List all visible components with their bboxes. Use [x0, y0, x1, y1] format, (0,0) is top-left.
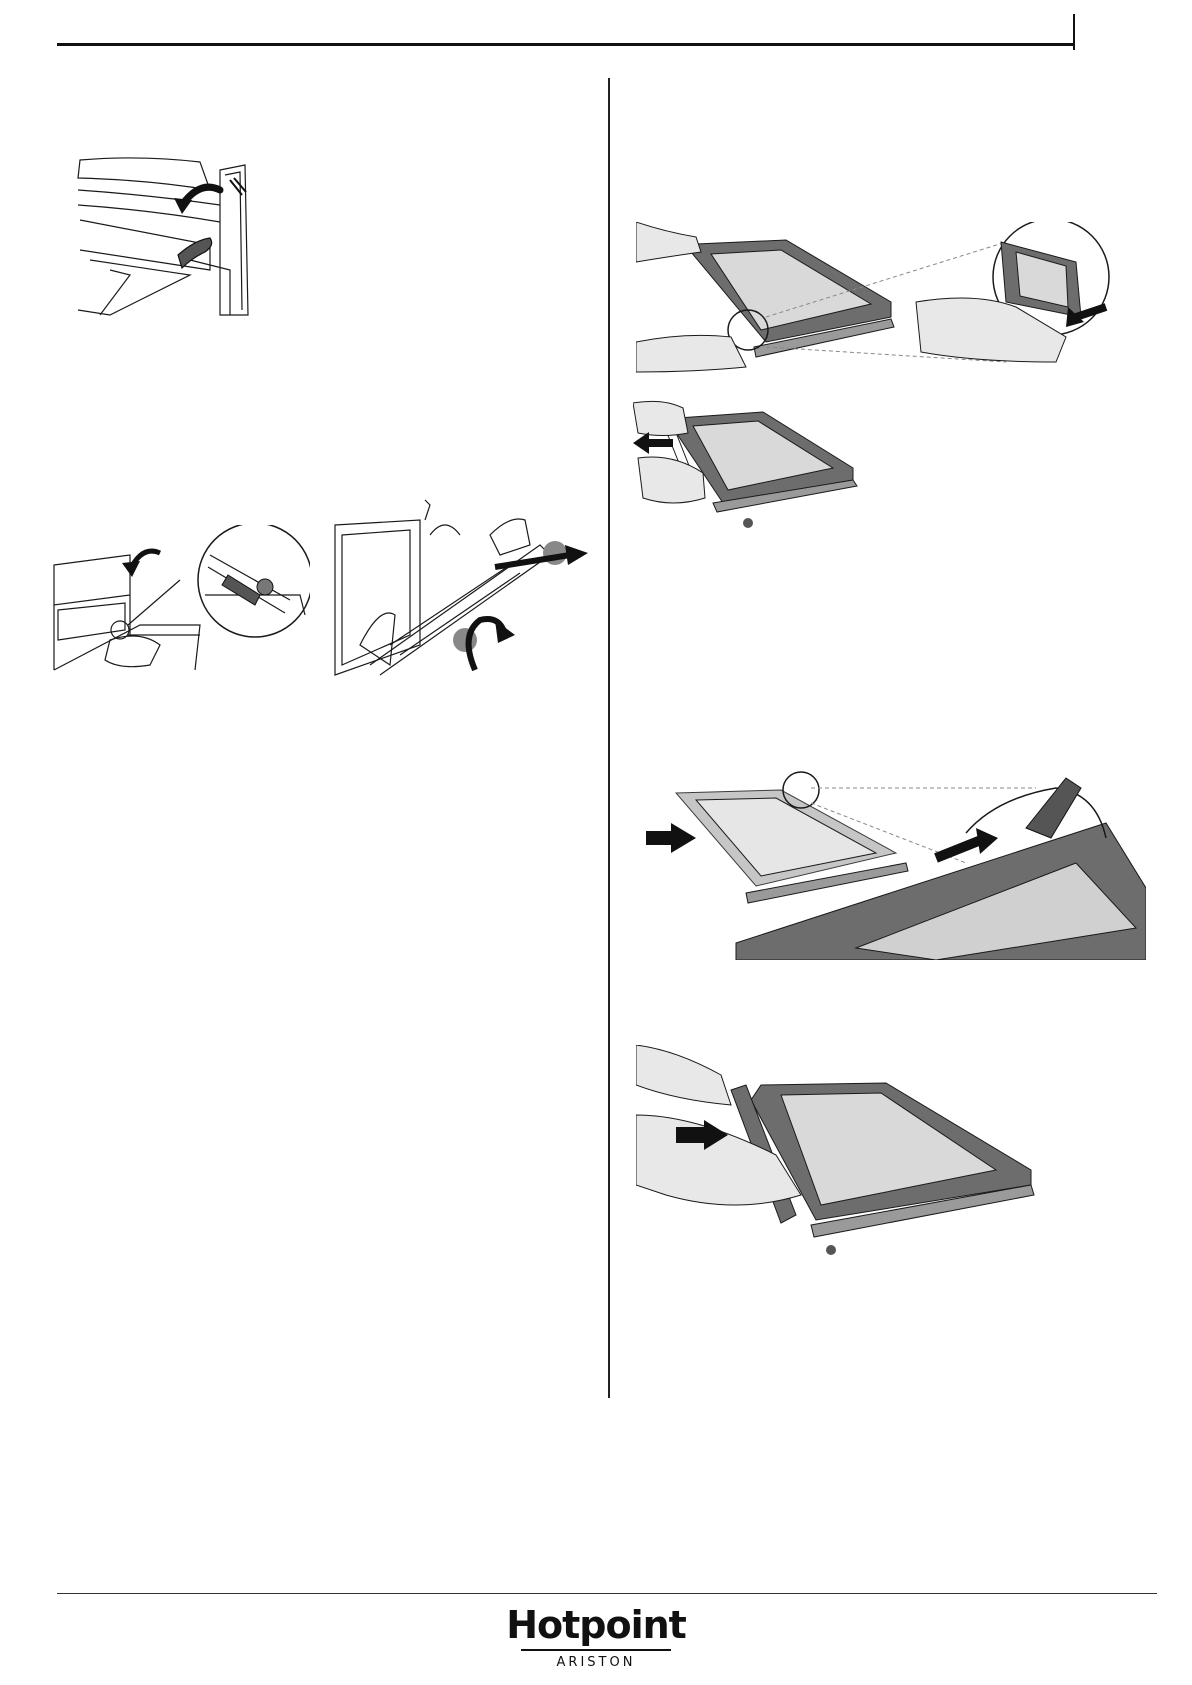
header-rule [57, 43, 1075, 46]
glass-release-illustration [636, 222, 1116, 382]
profile-refit-illustration [636, 1045, 1046, 1260]
brand-name: Hotpoint [470, 1603, 722, 1647]
glass-insert-illustration [636, 768, 1146, 960]
brand-underline [521, 1649, 671, 1651]
brand-subname: ARISTON [470, 1655, 722, 1671]
footer-rule [57, 1593, 1157, 1594]
brand-logo: Hotpoint ARISTON [470, 1603, 722, 1673]
door-removal-illustration [330, 495, 590, 680]
header-tick [1073, 14, 1075, 50]
column-divider [608, 78, 610, 1398]
glass-pull-illustration [633, 398, 893, 533]
hinge-lever-illustration [70, 150, 265, 320]
hinge-lift-illustration [50, 525, 310, 675]
